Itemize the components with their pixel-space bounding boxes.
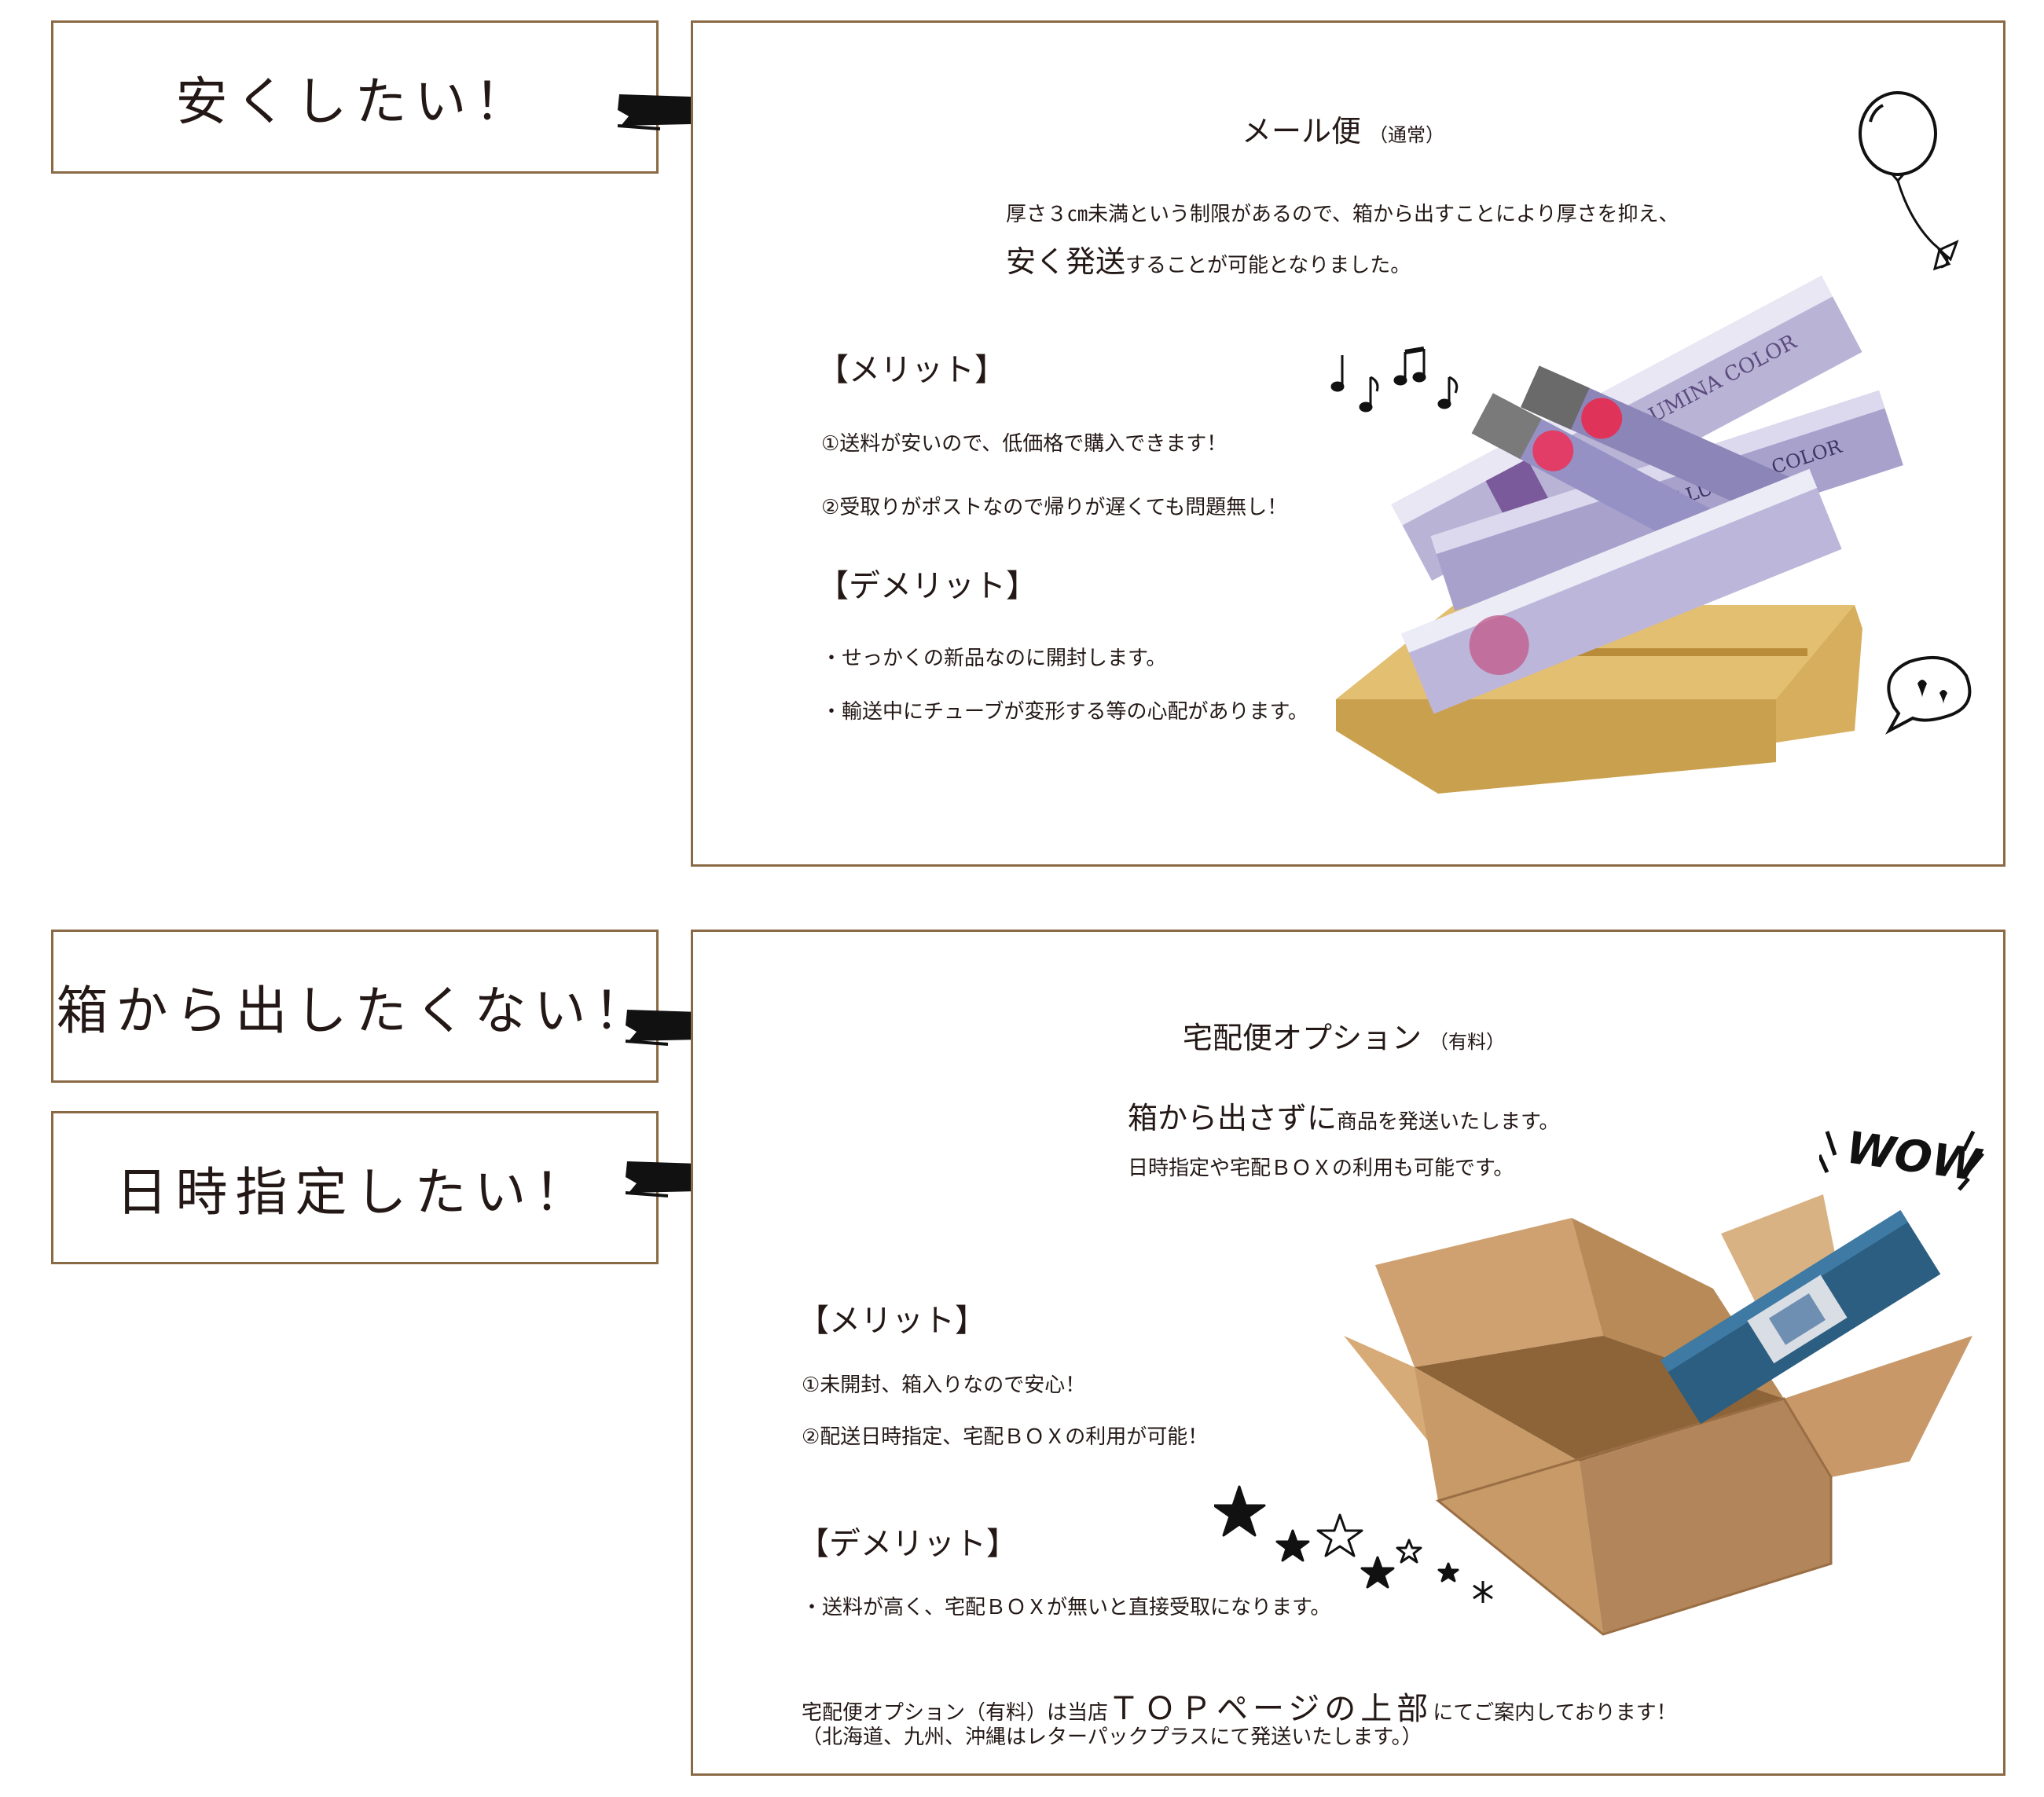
heart-bubble-icon — [1885, 655, 1972, 735]
courier-merit-heading: 【メリット】 — [798, 1303, 986, 1339]
wow-badge: WOW — [1819, 1122, 1984, 1194]
label-keep-box-text: 箱から出したくない！ — [56, 980, 654, 1041]
stars-icon — [1214, 1485, 1493, 1603]
music-notes-icon — [1330, 347, 1459, 413]
mail-demerit-1: ・せっかくの新品なのに開封します。 — [821, 647, 1167, 670]
label-box-date-time: 日時指定したい！ — [51, 1111, 659, 1264]
courier-intro-line1: 箱から出さずに商品を発送いたします。 — [1128, 1101, 1560, 1135]
mail-product-image: ILLUMINA COLOR ILLUMINA COLOR — [1336, 259, 1957, 794]
mail-merit-1: ①送料が安いので、低価格で購入できます！ — [821, 432, 1228, 456]
courier-merit-1: ①未開封、箱入りなので安心！ — [802, 1373, 1086, 1397]
mail-intro-line1: 厚さ３㎝未満という制限があるので、箱から出すことにより厚さを抑え、 — [1006, 203, 1679, 226]
mail-merit-2: ②受取りがポストなので帰りが遅くても問題無し！ — [821, 496, 1288, 519]
mail-demerit-heading: 【デメリット】 — [817, 568, 1037, 604]
label-date-time-text: 日時指定したい！ — [116, 1161, 594, 1223]
label-box-cheap: 安くしたい！ — [51, 20, 659, 174]
courier-footer-line1: 宅配便オプション（有料）は当店ＴＯＰページの上部にてご案内しております！ — [802, 1691, 1677, 1727]
courier-product-image — [1344, 1163, 1972, 1650]
courier-footer-line2: （北海道、九州、沖縄はレターパックプラスにて発送いたします。） — [802, 1725, 1422, 1749]
label-box-keep-box: 箱から出したくない！ — [51, 930, 659, 1083]
mail-delivery-title: メール便（通常） — [1242, 114, 1445, 149]
mail-demerit-2: ・輸送中にチューブが変形する等の心配があります。 — [821, 700, 1308, 724]
balloon-icon — [1859, 91, 1959, 271]
courier-demerit-1: ・送料が高く、宅配ＢＯＸが無いと直接受取になります。 — [802, 1596, 1331, 1619]
mail-intro-line2: 安く発送することが可能となりました。 — [1006, 244, 1411, 279]
courier-merit-2: ②配送日時指定、宅配ＢＯＸの利用が可能！ — [802, 1425, 1209, 1449]
courier-intro-line2: 日時指定や宅配ＢＯＸの利用も可能です。 — [1128, 1157, 1514, 1180]
mail-merit-heading: 【メリット】 — [817, 352, 1006, 388]
label-cheap-text: 安くしたい！ — [175, 71, 534, 132]
courier-demerit-heading: 【デメリット】 — [798, 1526, 1018, 1562]
courier-option-title: 宅配便オプション（有料） — [1183, 1021, 1506, 1055]
